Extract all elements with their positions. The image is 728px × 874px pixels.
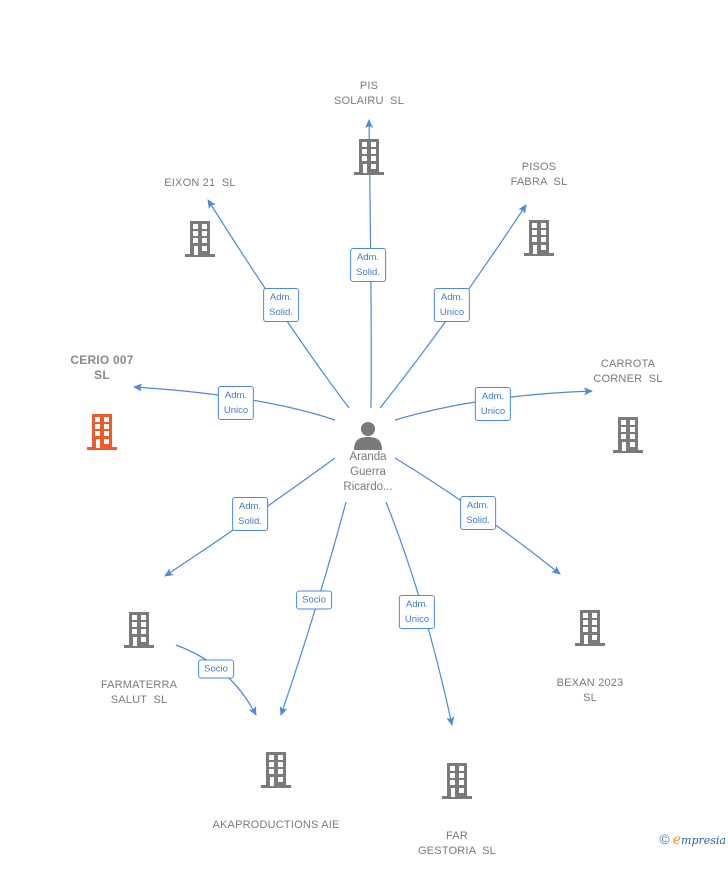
building-icon <box>575 610 605 646</box>
relation-label[interactable]: Adm. Unico <box>474 387 512 421</box>
company-name: FARMATERRA SALUT SL <box>100 679 178 706</box>
company-node-akaproductions[interactable]: AKAPRODUCTIONS AIE <box>200 722 352 848</box>
footer-brand: © empresia <box>659 831 726 848</box>
relation-label[interactable]: Socio <box>296 590 332 610</box>
company-node-pis-solairu[interactable]: PIS SOLAIRU SL <box>330 49 408 190</box>
relation-label[interactable]: Adm. Unico <box>433 288 471 322</box>
relation-label[interactable]: Adm. Solid. <box>263 288 299 322</box>
building-icon <box>185 221 215 257</box>
building-icon <box>613 417 643 453</box>
company-name: EIXON 21 SL <box>164 177 236 189</box>
company-name: CERIO 007 SL <box>70 353 134 382</box>
empresia-logo: empresia <box>672 832 726 848</box>
relation-label[interactable]: Adm. Solid. <box>232 497 268 531</box>
company-name: CARROTA CORNER SL <box>593 358 663 385</box>
relation-edge <box>175 644 257 716</box>
company-node-bexan-2023[interactable]: BEXAN 2023 SL <box>548 580 632 721</box>
company-node-cerio-007[interactable]: CERIO 007 SL <box>60 323 144 466</box>
building-icon <box>261 752 291 788</box>
building-icon <box>87 414 117 450</box>
company-node-far-gestoria[interactable]: FAR GESTORIA SL <box>410 733 504 874</box>
building-icon <box>354 139 384 175</box>
company-node-carrota-corner[interactable]: CARROTA CORNER SL <box>586 327 670 468</box>
company-node-eixon-21[interactable]: EIXON 21 SL <box>152 146 248 272</box>
company-name: BEXAN 2023 SL <box>556 677 624 704</box>
company-node-farmaterra-salut[interactable]: FARMATERRA SALUT SL <box>92 582 186 723</box>
company-name: AKAPRODUCTIONS AIE <box>212 819 340 831</box>
building-icon <box>524 220 554 256</box>
relation-label[interactable]: Adm. Unico <box>217 386 255 420</box>
person-name: Aranda Guerra Ricardo... <box>343 451 393 493</box>
company-name: FAR GESTORIA SL <box>417 830 496 857</box>
relation-label[interactable]: Adm. Solid. <box>460 496 496 530</box>
building-icon <box>442 763 472 799</box>
person-node[interactable]: Aranda Guerra Ricardo... <box>328 420 408 495</box>
relation-label[interactable]: Adm. Unico <box>398 595 436 629</box>
company-name: PIS SOLAIRU SL <box>333 80 405 107</box>
company-name: PISOS FABRA SL <box>510 161 568 188</box>
person-icon <box>354 422 382 450</box>
relation-label[interactable]: Socio <box>198 659 234 679</box>
relation-label[interactable]: Adm. Solid. <box>350 248 386 282</box>
copyright-icon: © <box>659 831 670 847</box>
company-node-pisos-fabra[interactable]: PISOS FABRA SL <box>500 130 578 271</box>
building-icon <box>124 612 154 648</box>
